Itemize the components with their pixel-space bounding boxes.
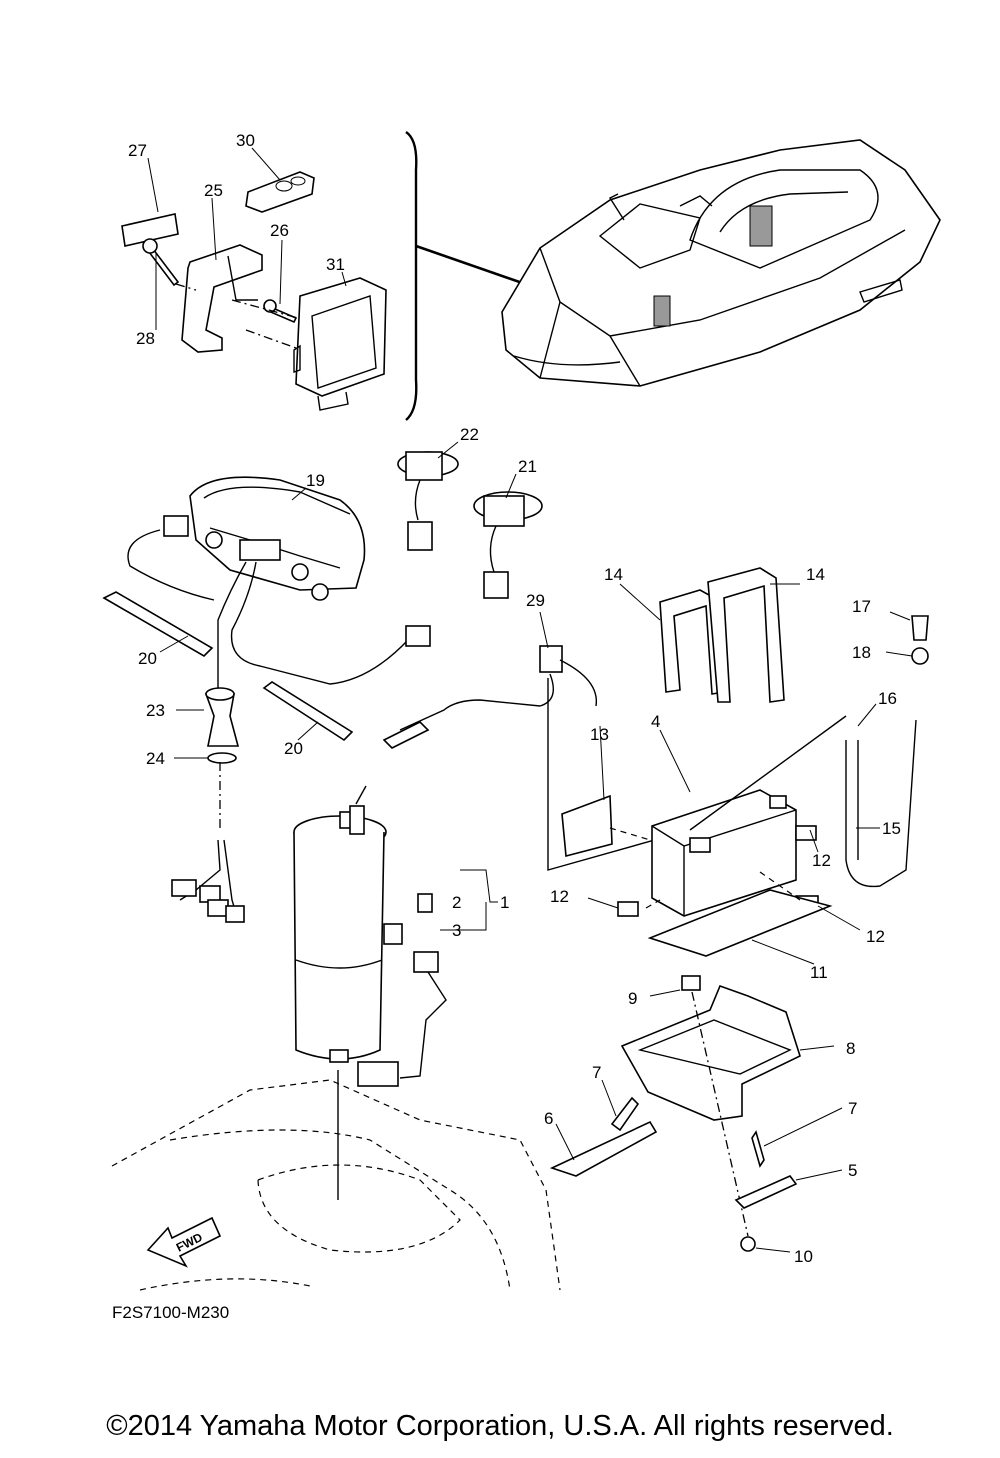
callout-31: 31 — [326, 255, 345, 274]
battery-box-assembly — [549, 975, 801, 1252]
callout-15: 15 — [882, 819, 901, 838]
callout-11: 11 — [810, 963, 828, 982]
copyright-notice: ©2014 Yamaha Motor Corporation, U.S.A. A… — [106, 1410, 894, 1442]
callout-6: 6 — [544, 1109, 553, 1128]
callout-29: 29 — [526, 591, 545, 610]
callout-16: 16 — [878, 689, 897, 708]
callout-27: 27 — [128, 141, 147, 160]
callout-17: 17 — [852, 597, 871, 616]
callout-12a: 12 — [812, 851, 831, 870]
callout-2: 2 — [452, 893, 461, 912]
lead-wire — [382, 645, 691, 871]
callout-12c: 12 — [866, 927, 885, 946]
callout-20b: 20 — [284, 739, 303, 758]
callout-18: 18 — [852, 643, 871, 662]
callout-1: 1 — [500, 893, 509, 912]
callout-24: 24 — [146, 749, 165, 768]
diagram-code: F2S7100-M230 — [112, 1303, 229, 1322]
fuel-pump-assembly — [293, 785, 447, 1200]
callout-13: 13 — [590, 725, 609, 744]
callout-5: 5 — [848, 1161, 857, 1180]
callout-14a: 14 — [604, 565, 623, 584]
callout-23: 23 — [146, 701, 165, 720]
callout-12b: 12 — [550, 887, 569, 906]
callout-14b: 14 — [806, 565, 825, 584]
callout-22: 22 — [460, 425, 479, 444]
hull-outline: FWD — [111, 1079, 561, 1291]
watercraft-illustration — [501, 139, 941, 387]
callout-21: 21 — [518, 457, 537, 476]
callout-30: 30 — [236, 131, 255, 150]
callout-19: 19 — [306, 471, 325, 490]
callout-8: 8 — [846, 1039, 855, 1058]
meter-assembly — [102, 476, 431, 923]
callout-3: 3 — [452, 921, 461, 940]
callout-7a: 7 — [592, 1063, 601, 1082]
callout-4: 4 — [651, 712, 660, 731]
callout-26: 26 — [270, 221, 289, 240]
callout-7b: 7 — [848, 1099, 857, 1118]
callout-9: 9 — [628, 989, 637, 1008]
callout-10: 10 — [794, 1247, 813, 1266]
battery-assembly — [561, 567, 929, 957]
callout-28: 28 — [136, 329, 155, 348]
callout-numbers: 1 2 3 4 5 6 7 7 8 9 10 11 12 12 12 12 13… — [128, 131, 901, 1266]
leader-lines — [147, 147, 913, 1253]
callout-20a: 20 — [138, 649, 157, 668]
switch-assembly — [397, 451, 543, 599]
callout-25: 25 — [204, 181, 223, 200]
